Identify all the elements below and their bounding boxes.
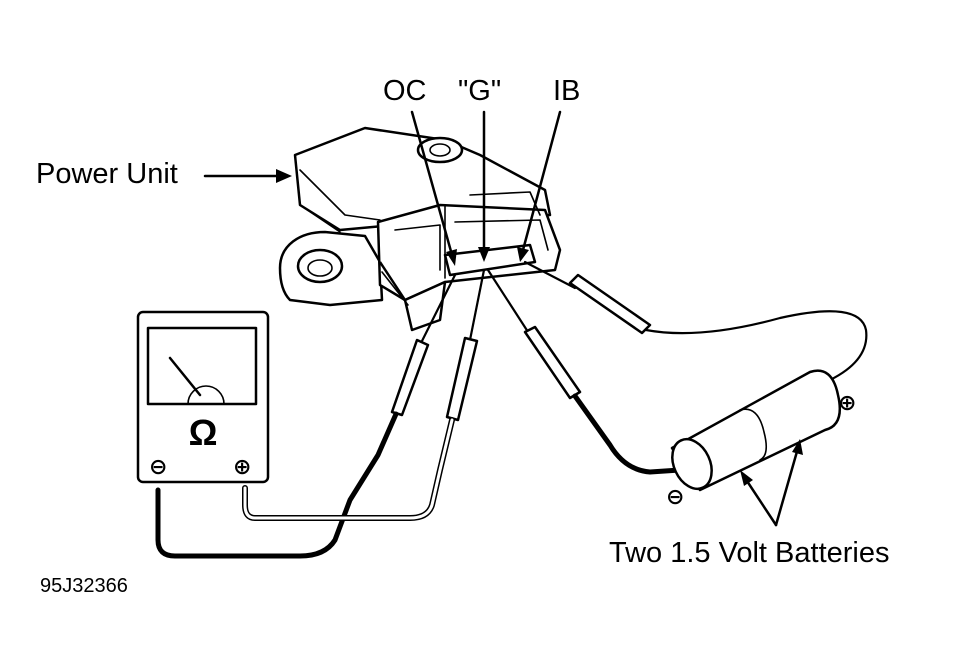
power-unit-label: Power Unit [36,158,178,190]
ohmmeter: Ω ⊖ ⊕ [136,310,270,484]
battery-divider [739,408,768,461]
ohmmeter-needle [168,356,202,397]
battery-body [670,369,842,492]
batteries-label: Two 1.5 Volt Batteries [609,537,889,569]
battery-arrowhead-2 [792,439,803,455]
figure-code: 95J32366 [40,575,128,597]
battery-arrowhead-1 [740,470,753,486]
battery-arrow-1 [743,476,778,527]
meter-negative-terminal: ⊖ [149,454,167,479]
terminal-g-label: "G" [458,75,501,107]
oc-pointer [410,110,454,257]
ib-pointer [521,110,562,252]
needle-pivot [187,385,225,405]
battery-negative-symbol: ⊖ [666,484,684,509]
terminal-ib-label: IB [553,75,580,107]
oc-pointer-head [446,249,457,266]
power-unit-arrowhead [276,169,292,183]
meter-positive-terminal: ⊕ [233,454,251,479]
ohm-symbol: Ω [189,412,218,453]
ib-pointer-head [517,247,529,262]
g-pointer-head [478,247,490,262]
power-unit [278,126,562,332]
battery-negative-end [671,437,713,491]
probe-leads [155,260,868,559]
ohmmeter-dial [146,326,258,406]
battery-positive-symbol: ⊕ [838,390,856,415]
terminal-labels: OC "G" IB [383,75,580,266]
batteries-label-group: Two 1.5 Volt Batteries [609,439,889,569]
battery-arrow-2 [774,446,800,527]
power-unit-label-group: Power Unit [36,158,292,190]
batteries: ⊖ ⊕ [666,369,856,509]
terminal-oc-label: OC [383,75,427,107]
